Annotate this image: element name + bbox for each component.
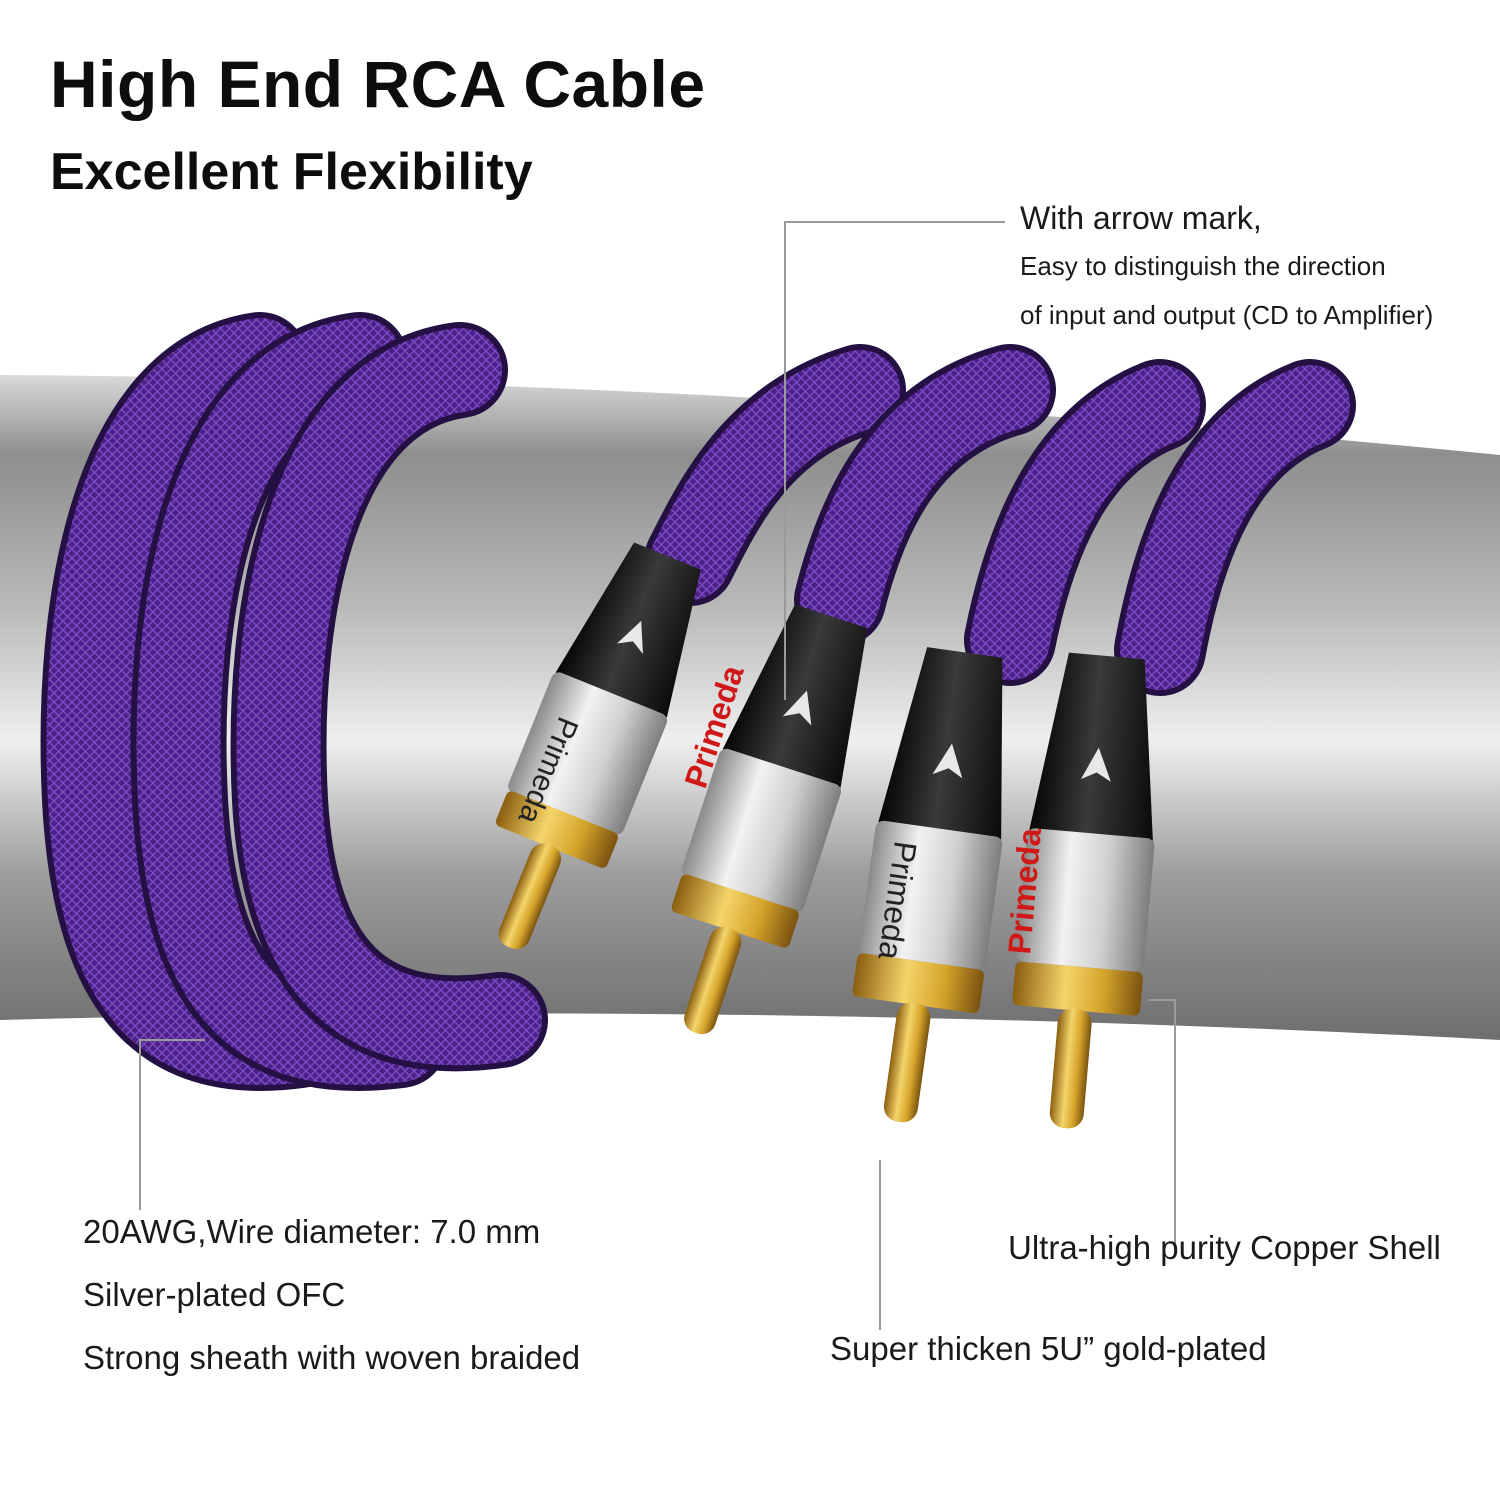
page-subtitle: Excellent Flexibility (50, 143, 533, 201)
rca-connector-1 (495, 542, 701, 950)
cable-runs (644, 344, 1356, 696)
leader-wire (139, 1039, 205, 1210)
page-title: High End RCA Cable (50, 47, 706, 121)
callout-lines (139, 221, 1176, 1330)
rca-connector-3 (852, 647, 1003, 1123)
cable-coil (40, 312, 548, 1091)
leader-copper-shell (1148, 999, 1176, 1248)
callout-arrow-line-1: Easy to distinguish the direction (1020, 251, 1386, 281)
callout-copper-shell: Ultra-high purity Copper Shell (1008, 1229, 1441, 1266)
callout-arrow-heading: With arrow mark, (1020, 200, 1262, 236)
callout-wire-line-2: Silver-plated OFC (83, 1276, 346, 1313)
leader-arrow-mark (784, 221, 1005, 700)
rca-connector-4 (1012, 652, 1155, 1129)
callout-wire-line-1: 20AWG,Wire diameter: 7.0 mm (83, 1213, 541, 1250)
callout-wire-line-3: Strong sheath with woven braided (83, 1339, 581, 1376)
callout-arrow-line-2: of input and output (CD to Amplifier) (1020, 300, 1434, 330)
callout-gold-plated: Super thicken 5U” gold-plated (830, 1330, 1267, 1367)
rca-connector-2 (671, 604, 868, 1035)
